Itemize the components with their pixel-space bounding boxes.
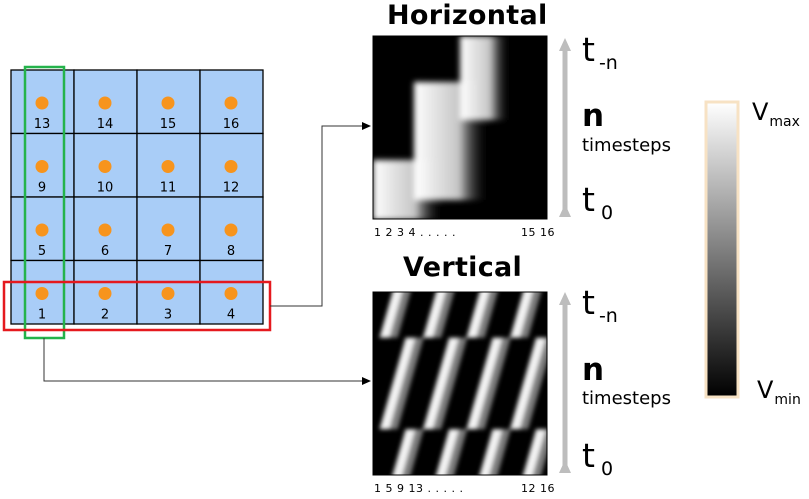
colorbar: [704, 100, 740, 399]
vertical-connector-arrow: [43, 338, 371, 385]
horizontal-t-top: t-n: [582, 30, 618, 74]
cell-number: 12: [223, 181, 240, 196]
horizontal-connector-arrow: [270, 122, 371, 307]
vertical-tick-right: 12 16: [521, 482, 555, 495]
grid-cell: 16: [199, 69, 264, 135]
vertical-n-label: n: [582, 352, 605, 388]
node-dot: [161, 96, 175, 110]
grid-cell: 14: [73, 69, 138, 135]
node-dot: [161, 223, 175, 237]
vertical-tick-left: 1 5 9 13 . . . . .: [374, 482, 464, 495]
horizontal-tick-left: 1 2 3 4 . . . . .: [374, 226, 456, 239]
grid-cell: 2: [73, 259, 138, 325]
cell-number: 6: [101, 244, 109, 259]
grid-cell: 10: [73, 132, 138, 198]
horizontal-heatmap: [373, 36, 547, 219]
vertical-title: Vertical: [403, 252, 523, 283]
node-dot: [224, 223, 238, 237]
node-dot: [98, 223, 112, 237]
node-dot: [98, 96, 112, 110]
node-dot: [224, 96, 238, 110]
horizontal-timesteps-label: timesteps: [582, 135, 671, 156]
colorbar-max-label: Vmax: [752, 98, 800, 130]
grid-cell: 7: [136, 196, 201, 262]
vertical-t-top: t-n: [582, 283, 618, 327]
vertical-timesteps-label: timesteps: [582, 388, 671, 409]
node-dot: [98, 287, 112, 300]
grid-cell: 12: [199, 132, 264, 198]
cell-number: 3: [164, 308, 172, 323]
node-dot: [224, 160, 238, 173]
cell-number: 5: [38, 244, 46, 259]
grid-cell: 6: [73, 196, 138, 262]
node-dot: [35, 223, 49, 237]
cell-number: 13: [34, 117, 51, 132]
grid-cell: 3: [136, 259, 201, 325]
colorbar-min-label: Vmin: [757, 376, 801, 408]
cell-number: 15: [160, 117, 177, 132]
cell-number: 16: [223, 117, 240, 132]
cell-number: 2: [101, 308, 109, 323]
cell-number: 11: [160, 181, 177, 196]
cell-number: 1: [38, 308, 46, 323]
cell-number: 10: [97, 181, 114, 196]
node-dot: [224, 287, 238, 300]
node-dot: [35, 160, 49, 173]
grid-cell: 15: [136, 69, 201, 135]
node-dot: [161, 287, 175, 300]
grid-cell: 8: [199, 196, 264, 262]
cell-number: 4: [227, 308, 235, 323]
cell-number: 7: [164, 244, 172, 259]
horizontal-n-label: n: [582, 98, 605, 134]
grid-cell: 4: [199, 259, 264, 325]
cell-number: 14: [97, 117, 114, 132]
grid-cell: 11: [136, 132, 201, 198]
cell-number: 9: [38, 181, 46, 196]
node-dot: [98, 160, 112, 173]
horizontal-tick-right: 15 16: [521, 226, 555, 239]
horizontal-title: Horizontal: [387, 0, 548, 31]
node-dot: [35, 287, 49, 300]
vertical-heatmap: [373, 292, 547, 475]
node-dot: [161, 160, 175, 173]
cell-number: 8: [227, 244, 235, 259]
node-dot: [35, 96, 49, 110]
